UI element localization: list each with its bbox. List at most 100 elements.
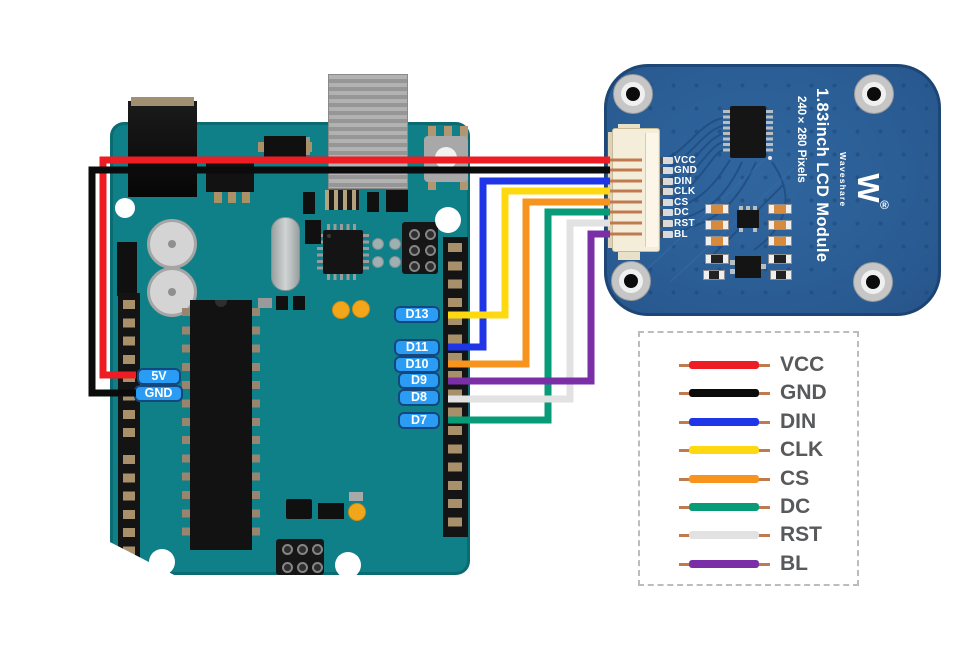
- pin-label-D9: D9: [398, 372, 440, 389]
- via: [372, 256, 384, 268]
- connector-leg: [660, 167, 673, 174]
- icsp-pin: [312, 544, 323, 555]
- lcd-pin-label-RST: RST: [674, 218, 695, 229]
- legend-row: CS: [640, 465, 857, 493]
- pin-header-left: [118, 293, 140, 559]
- smd-component: [386, 190, 408, 212]
- dip-pins: [182, 308, 190, 542]
- legend-row: DIN: [640, 408, 857, 436]
- smd-component: [305, 220, 321, 244]
- pin-header-right: [443, 237, 468, 537]
- resistor: [768, 254, 792, 264]
- wire-DIN-D11: [448, 177, 610, 351]
- pin-label-D11: D11: [394, 339, 440, 356]
- lcd-pin-label-BL: BL: [674, 229, 688, 240]
- resistor: [705, 236, 729, 246]
- reset-button: [424, 136, 468, 182]
- pin-label-D10: D10: [394, 356, 440, 373]
- sot-ic: [737, 206, 759, 232]
- icsp-pin: [409, 245, 420, 256]
- lcd-module-board: 1.83inch LCD Module 240×280 Pixels Waves…: [604, 64, 941, 316]
- icsp-pin: [282, 562, 293, 573]
- registered-mark: ®: [880, 198, 889, 212]
- legend-color-swatch: [689, 446, 759, 455]
- smd-component: [276, 296, 288, 310]
- lcd-pin-label-VCC: VCC: [674, 155, 697, 166]
- usb-connector: [328, 74, 408, 189]
- connector-leg: [660, 220, 673, 227]
- icsp-pin: [425, 245, 436, 256]
- legend-row: RST: [640, 521, 857, 549]
- connector-tab: [618, 252, 640, 260]
- regulator-leg: [214, 192, 222, 203]
- icsp-pin: [312, 562, 323, 573]
- icsp-pin: [282, 544, 293, 555]
- connector-leg: [660, 178, 673, 185]
- wire-CS-D10: [448, 198, 610, 368]
- pin-label-D8: D8: [398, 389, 440, 406]
- brand-text: Waveshare: [838, 152, 848, 208]
- via: [389, 256, 401, 268]
- voltage-regulator: [206, 160, 254, 192]
- led: [352, 300, 370, 318]
- driver-chip-pins: [766, 110, 773, 154]
- mounting-hole: [854, 74, 894, 114]
- resistor: [768, 236, 792, 246]
- lcd-pin-label-GND: GND: [674, 165, 698, 176]
- mounting-hole: [115, 198, 135, 218]
- led: [348, 503, 366, 521]
- smd-component: [258, 298, 272, 308]
- pin-label-D7: D7: [398, 412, 440, 429]
- connector-leg: [660, 199, 673, 206]
- resistor-array: [325, 190, 359, 210]
- mounting-hole: [611, 261, 651, 301]
- led: [332, 301, 350, 319]
- legend-row: BL: [640, 550, 857, 578]
- legend-row: CLK: [640, 436, 857, 464]
- legend-color-swatch: [689, 389, 759, 398]
- lcd-subtitle: 240×280 Pixels: [795, 96, 807, 183]
- smd-component: [367, 192, 379, 212]
- pin1-dot: [768, 156, 772, 160]
- crystal-oscillator: [271, 217, 300, 291]
- smd-pad: [258, 142, 266, 152]
- resistor: [703, 270, 725, 280]
- legend-color-swatch: [689, 361, 759, 369]
- legend-row: GND: [640, 379, 857, 407]
- wire-RST-D8: [448, 219, 610, 403]
- mounting-hole: [853, 262, 893, 302]
- resistor: [770, 270, 792, 280]
- smd-pad: [304, 142, 312, 152]
- reset-button-cap: [435, 147, 457, 169]
- icsp-pin: [297, 562, 308, 573]
- connector-leg: [660, 188, 673, 195]
- via: [389, 238, 401, 250]
- icsp-pin: [297, 544, 308, 555]
- legend-label: DC: [780, 495, 811, 518]
- lcd-connector: [612, 128, 660, 252]
- icsp-pin: [409, 261, 420, 272]
- dip-pins: [252, 308, 260, 542]
- lcd-pin-label-CS: CS: [674, 197, 689, 208]
- reset-button-leg: [444, 126, 452, 138]
- legend-row: VCC: [640, 351, 857, 379]
- smd-component: [349, 492, 363, 501]
- connector-leg: [660, 157, 673, 164]
- icsp-pin: [425, 261, 436, 272]
- smd-component: [264, 136, 306, 158]
- legend-label: RST: [780, 523, 822, 547]
- dip-chip: [190, 300, 252, 550]
- smd-component: [318, 503, 344, 519]
- capacitor: [147, 219, 197, 269]
- smd-component: [286, 499, 312, 519]
- lcd-pin-label-CLK: CLK: [674, 186, 696, 197]
- mounting-hole: [435, 207, 461, 233]
- wire-DC-D7: [448, 208, 610, 424]
- legend-color-swatch: [689, 474, 759, 483]
- legend-color-swatch: [689, 531, 759, 540]
- driver-chip-pins: [723, 110, 730, 154]
- legend-label: CLK: [780, 438, 824, 462]
- pin-label-GND: GND: [134, 385, 183, 402]
